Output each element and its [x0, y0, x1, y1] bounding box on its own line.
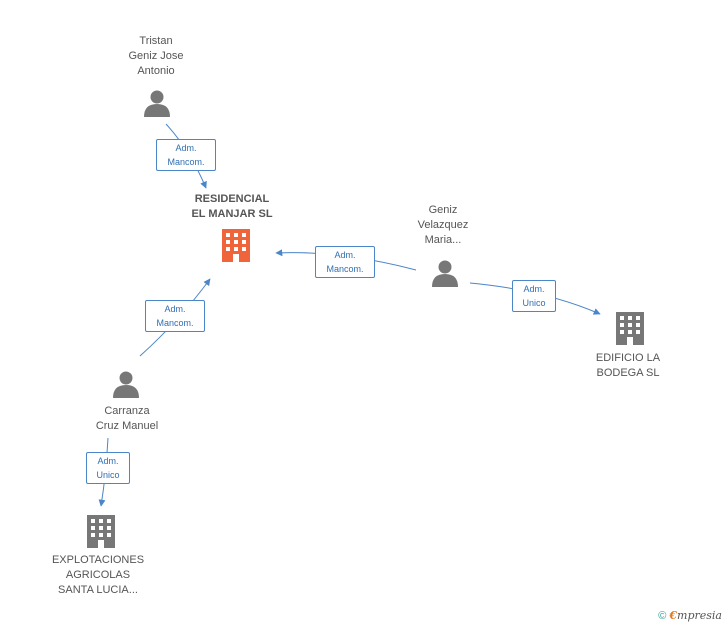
relation-type: Unico: [96, 470, 120, 480]
node-label-line: RESIDENCIAL: [194, 193, 270, 205]
node-label-line: Cruz Manuel: [95, 420, 159, 432]
node-label-tristan[interactable]: Tristan Geniz Jose Antonio: [128, 34, 183, 79]
relation-badge[interactable]: Adm. Unico: [512, 280, 556, 312]
building-icon[interactable]: [616, 312, 644, 345]
relation-badge[interactable]: Adm. Mancom.: [156, 139, 216, 171]
node-label-line: Carranza: [104, 405, 150, 417]
copyright-symbol: ©: [658, 610, 667, 622]
relation-role: Adm.: [175, 143, 197, 153]
relation-badge[interactable]: Adm. Mancom.: [315, 246, 375, 278]
node-label-line: Geniz: [428, 204, 458, 216]
node-label-line: Tristan: [139, 35, 173, 47]
footer-brand: © €mpresia: [658, 609, 722, 622]
relation-badge[interactable]: Adm. Mancom.: [145, 300, 205, 332]
node-label-line: Geniz Jose: [128, 50, 184, 62]
node-label-line: AGRICOLAS: [65, 569, 131, 581]
node-label-line: EXPLOTACIONES: [51, 554, 145, 566]
node-label-line: SANTA LUCIA...: [58, 584, 138, 596]
relation-type: Mancom.: [156, 318, 194, 328]
brand-initial: €: [669, 609, 678, 622]
relation-role: Adm.: [164, 304, 186, 314]
node-label-edificio[interactable]: EDIFICIO LA BODEGA SL: [596, 351, 660, 381]
relation-role: Adm.: [523, 284, 545, 294]
brand-rest: mpresia: [677, 609, 722, 622]
relation-role: Adm.: [334, 250, 356, 260]
node-label-line: Antonio: [137, 65, 175, 77]
relation-role: Adm.: [97, 456, 119, 466]
relation-type: Mancom.: [167, 157, 205, 167]
node-label-line: EDIFICIO LA: [595, 352, 661, 364]
empresia-logo[interactable]: €mpresia: [669, 609, 722, 622]
relation-badge[interactable]: Adm. Unico: [86, 452, 130, 484]
node-label-line: EL MANJAR SL: [191, 208, 273, 220]
node-label-line: Maria...: [424, 234, 462, 246]
node-label-line: Velazquez: [417, 219, 469, 231]
relation-type: Mancom.: [326, 264, 364, 274]
relation-type: Unico: [522, 298, 546, 308]
node-label-explotaciones[interactable]: EXPLOTACIONES AGRICOLAS SANTA LUCIA...: [52, 553, 144, 598]
person-icon[interactable]: [113, 371, 139, 399]
node-label-carranza[interactable]: Carranza Cruz Manuel: [96, 404, 158, 434]
person-icon[interactable]: [144, 90, 170, 118]
building-icon[interactable]: [87, 515, 115, 548]
node-label-line: BODEGA SL: [596, 367, 660, 379]
building-icon[interactable]: [222, 229, 250, 262]
person-icon[interactable]: [432, 260, 458, 288]
node-label-residencial[interactable]: RESIDENCIAL EL MANJAR SL: [191, 192, 272, 222]
node-label-geniz[interactable]: Geniz Velazquez Maria...: [418, 203, 469, 248]
